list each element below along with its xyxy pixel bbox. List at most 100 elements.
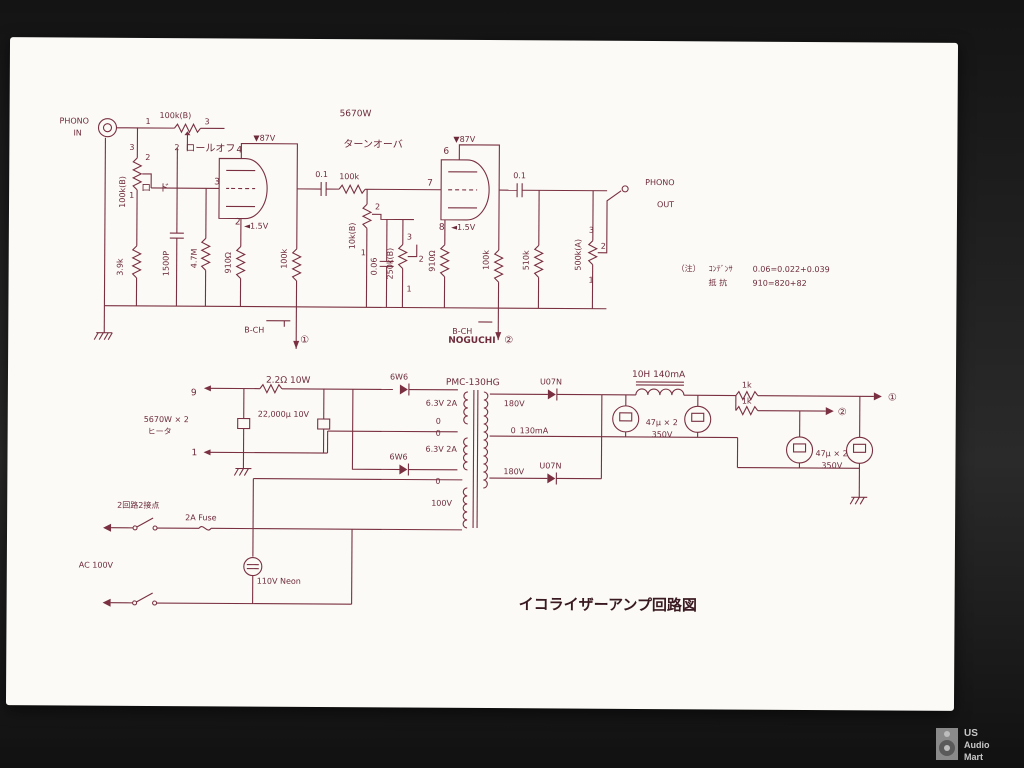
diode-u07n-2-label: U07N — [539, 461, 561, 470]
diode-u07n-1 — [547, 388, 558, 401]
resistor-3-9k — [131, 245, 142, 279]
phono-out-label-2: OUT — [657, 200, 674, 209]
resistor-910-1 — [235, 246, 246, 279]
pot-10kb — [361, 203, 373, 229]
cap-47u-1-label: 47μ × 2 — [646, 418, 678, 427]
pin-label: 2 — [235, 217, 241, 227]
cap-22000u-label: 22,000μ 10V — [258, 410, 310, 419]
resistor-100k-1-label: 100k — [280, 248, 289, 268]
note-res-value: 910=820+82 — [753, 279, 807, 288]
cap-0-06-label: 0.06 — [370, 257, 379, 275]
ground-symbol-1 — [93, 332, 113, 340]
switch-label: 2回路2接点 — [117, 500, 159, 510]
pot-500ka — [587, 240, 598, 266]
ac-label: AC 100V — [79, 561, 114, 570]
schematic-svg: 5670W PHONO IN 100k(B) 1 3 2 ロールオフ 100k(… — [60, 109, 897, 614]
bch-out-2: ② — [504, 335, 513, 346]
resistor-4-7m-label: 4.7M — [190, 248, 199, 268]
pin-label: 1 — [129, 191, 134, 200]
schematic-card: 5670W PHONO IN 100k(B) 1 3 2 ロールオフ 100k(… — [5, 37, 959, 711]
choke-label: 10H 140mA — [632, 370, 686, 380]
phono-in-jack: PHONO IN — [60, 116, 118, 138]
fuse — [198, 526, 212, 531]
resistor-100k-2-label: 100k — [482, 250, 491, 270]
rolloff-label: ロールオフ — [185, 142, 235, 154]
power-switch-1 — [132, 517, 158, 531]
diode-u07n-1-label: U07N — [540, 377, 562, 386]
phono-in-label-2: IN — [73, 129, 81, 138]
v15-label-2: ◄1.5V — [451, 223, 476, 232]
v15-label-1: ◄1.5V — [244, 222, 269, 231]
diode-6w6-1 — [399, 383, 410, 396]
resistor-1k-1 — [735, 390, 759, 401]
cap-22000u-2 — [317, 389, 331, 454]
resistor-910-2-label: 910Ω — [428, 250, 437, 271]
pin-label: 3 — [589, 226, 594, 235]
input-ground-wire — [103, 137, 106, 333]
cap-47u-1-voltage: 350V — [652, 430, 673, 439]
pin-label: 1 — [361, 248, 366, 257]
tube-type-label: 5670W — [340, 109, 372, 119]
resistor-100k-2 — [493, 249, 504, 283]
cap-22000u-1 — [237, 388, 251, 469]
diode-6w6-2 — [399, 463, 410, 476]
cap-1500p — [169, 232, 184, 307]
pin-label: 2 — [375, 202, 380, 211]
fuse-label: 2A Fuse — [185, 513, 217, 522]
cap-1500p-label: 1500P — [162, 251, 171, 276]
pot-100kb-top-label: 100k(B) — [160, 111, 192, 120]
ground-symbol-3 — [849, 496, 868, 505]
cap-47u-pair-1 — [601, 394, 738, 439]
tap-180v-2: 180V — [503, 467, 524, 476]
neon-lamp — [243, 557, 263, 577]
tap-130ma: 130mA — [520, 426, 549, 435]
cap-47u-pair-2 — [736, 396, 874, 498]
resistor-100k-1 — [291, 248, 302, 282]
ground-bus — [104, 305, 607, 310]
ground-symbol-2 — [233, 467, 252, 476]
pot-250kb-label: 250k(B) — [386, 248, 395, 280]
cap-0-1-label-1: 0.1 — [315, 170, 328, 179]
plate-wire-1 — [240, 142, 298, 249]
tap-0b: 0 — [436, 429, 441, 438]
tap-6-3v-1: 6.3V 2A — [426, 399, 458, 408]
phono-out-label: PHONO — [645, 178, 674, 187]
diagram-title: イコライザーアンプ回路図 — [519, 595, 697, 614]
pin-label: 1 — [146, 117, 151, 126]
watermark-line-3: Mart — [964, 752, 983, 762]
watermark-line-2: Audio — [964, 740, 990, 750]
resistor-1k-2-label: 1k — [742, 397, 752, 406]
pin-label: 8 — [439, 223, 445, 233]
tube-2 — [440, 159, 490, 221]
resistor-100k-series — [338, 183, 366, 195]
v87-label-1: ▼87V — [253, 134, 275, 143]
neon-label: 110V Neon — [257, 577, 301, 586]
pin-label: 3 — [129, 143, 134, 152]
tap-0a: 0 — [436, 417, 441, 426]
pin-label: 2 — [145, 153, 150, 162]
node-1-label: 1 — [191, 448, 197, 458]
component-note: （注） ｺﾝﾃﾞﾝｻ 0.06=0.022+0.039 抵 抗 910=820+… — [677, 263, 830, 288]
resistor-100k-series-label: 100k — [339, 172, 359, 181]
power-transformer — [462, 389, 489, 529]
pin-label: 1 — [406, 285, 411, 294]
note-head: （注） — [677, 263, 701, 273]
resistor-910-2 — [439, 244, 450, 278]
tap-100v: 100V — [431, 499, 452, 508]
pin-label: 3 — [214, 177, 220, 187]
speaker-logo-icon — [936, 728, 958, 760]
diode-6w6-2-label: 6W6 — [389, 452, 407, 461]
watermark-line-1: US — [964, 728, 978, 739]
transformer-model: PMC-130HG — [446, 378, 500, 388]
tap-6-3v-2: 6.3V 2A — [426, 445, 458, 454]
power-switch-2 — [132, 592, 158, 606]
resistor-4-7m — [200, 237, 212, 271]
pin-label: 6 — [443, 147, 449, 157]
resistor-510k — [533, 244, 544, 278]
cap-47u-2-voltage: 350V — [821, 461, 842, 470]
bch-label-2: B-CH — [452, 327, 472, 336]
resistor-1k-2 — [735, 405, 759, 416]
load-pot-resistor — [131, 157, 143, 191]
resistor-910-1-label: 910Ω — [224, 252, 233, 273]
plate-wire-2 — [458, 144, 500, 251]
